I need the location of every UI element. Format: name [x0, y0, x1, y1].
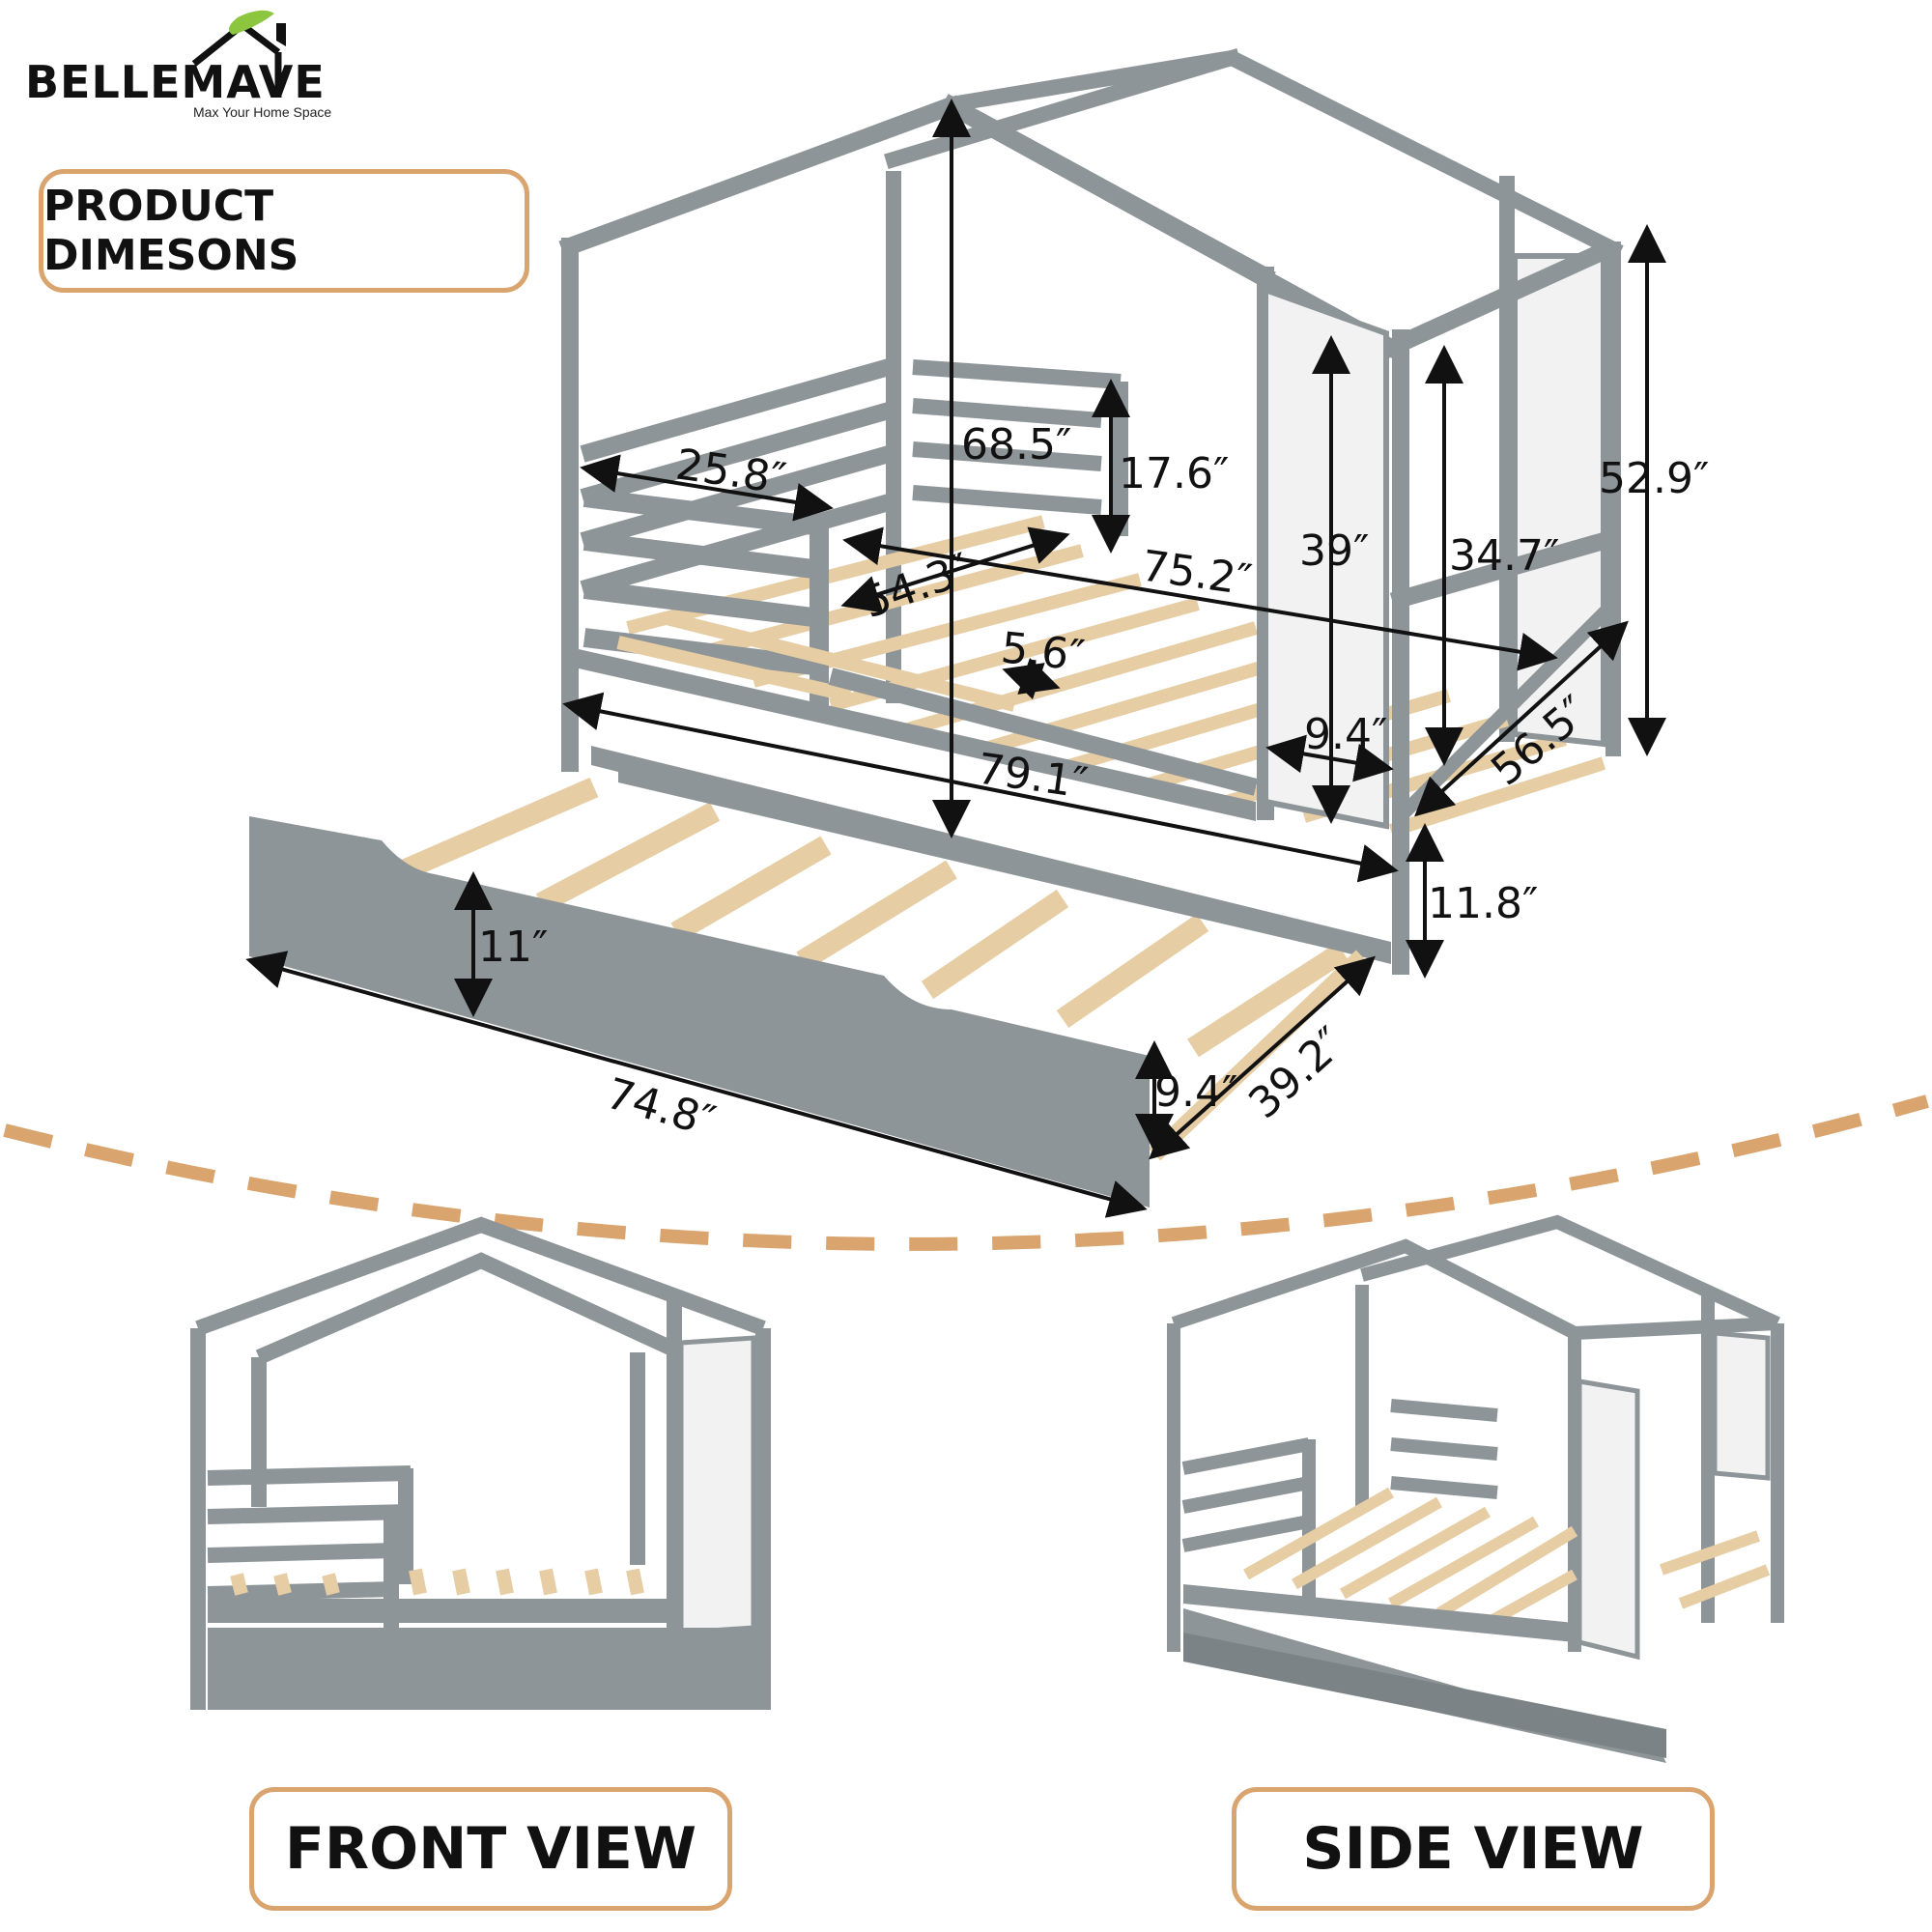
- front-view-label-box: FRONT VIEW: [249, 1787, 732, 1911]
- front-view-label: FRONT VIEW: [284, 1815, 697, 1883]
- brand-name: BELLEMAVE: [25, 56, 326, 108]
- dim-outer-length: 79.1″: [974, 744, 1090, 808]
- brand-logo: BELLEMAVE Max Your Home Space: [25, 6, 373, 120]
- dim-inner-length: 75.2″: [1138, 541, 1254, 605]
- dim-rail-height: 17.6″: [1119, 449, 1229, 498]
- dim-trundle-height: 11″: [478, 923, 548, 972]
- dim-trundle-width: 39.2″: [1239, 1018, 1354, 1128]
- house-roof-icon: [191, 10, 286, 98]
- dim-slat-gap: 5.6″: [999, 623, 1087, 681]
- dim-trundle-side-height: 9.4″: [1154, 1067, 1237, 1117]
- dimension-arrows: [245, 99, 1666, 1218]
- dim-panel-width: 9.4″: [1304, 710, 1387, 759]
- side-view-label-box: SIDE VIEW: [1232, 1787, 1715, 1911]
- main-bed: [558, 48, 1624, 975]
- side-view-illustration: [1167, 1214, 1784, 1763]
- title-label: PRODUCT DIMESONS: [43, 182, 299, 280]
- front-view-illustration: [190, 1216, 771, 1710]
- dim-side-height: 34.7″: [1449, 531, 1559, 581]
- side-view-label: SIDE VIEW: [1302, 1815, 1644, 1883]
- dim-total-height: 52.9″: [1599, 454, 1709, 503]
- brand-tagline: Max Your Home Space: [193, 104, 332, 120]
- dim-headboard-width: 68.5″: [961, 420, 1071, 469]
- dim-floor-clearance: 11.8″: [1428, 879, 1538, 928]
- product-dimensions-title: PRODUCT DIMESONS: [39, 169, 529, 293]
- trundle: [249, 768, 1369, 1208]
- dim-panel-height: 39″: [1299, 526, 1369, 576]
